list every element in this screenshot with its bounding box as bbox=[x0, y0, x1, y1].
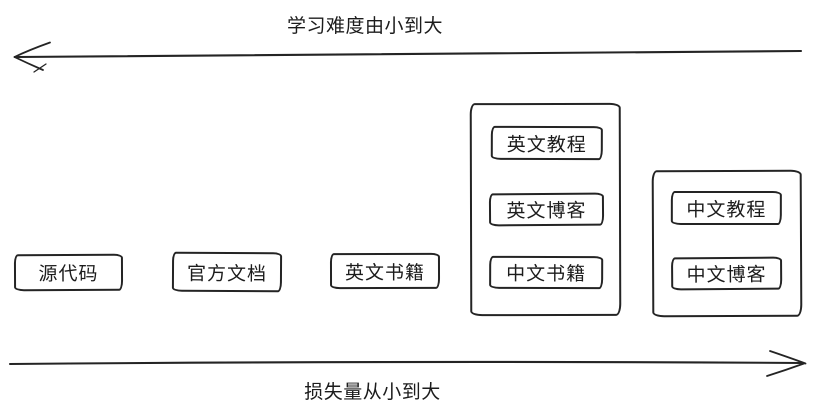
left-arrow-icon bbox=[13, 41, 803, 73]
right-arrow-head-upper bbox=[769, 350, 807, 365]
left-arrow-head-lower bbox=[13, 56, 44, 71]
right-arrow-line bbox=[8, 360, 805, 366]
box-chinese-books-label: 中文书籍 bbox=[506, 262, 587, 286]
left-arrow-head-scribble bbox=[33, 63, 47, 73]
box-chinese-blogs-label: 中文博客 bbox=[686, 263, 767, 287]
box-official-docs-label: 官方文档 bbox=[186, 262, 268, 285]
group-english-resources: 英文教程 英文博客 中文书籍 bbox=[469, 102, 622, 317]
right-arrow-head-lower bbox=[766, 362, 805, 377]
box-official-docs: 官方文档 bbox=[171, 251, 283, 293]
group-chinese-resources: 中文教程 中文博客 bbox=[651, 169, 803, 318]
box-chinese-blogs: 中文博客 bbox=[671, 256, 783, 291]
right-arrow-icon bbox=[8, 350, 807, 377]
box-english-blogs-label: 英文博客 bbox=[506, 199, 587, 223]
top-axis-label: 学习难度由小到大 bbox=[286, 15, 443, 37]
box-chinese-books: 中文书籍 bbox=[489, 255, 604, 290]
box-english-books: 英文书籍 bbox=[329, 252, 441, 290]
box-chinese-tutorials: 中文教程 bbox=[670, 190, 782, 226]
left-arrow-line bbox=[14, 49, 803, 59]
bottom-axis-label: 损失量从小到大 bbox=[304, 381, 441, 403]
box-english-tutorials-label: 英文教程 bbox=[506, 133, 587, 156]
box-source-code-label: 源代码 bbox=[38, 262, 99, 286]
left-arrow-head-upper bbox=[13, 41, 51, 58]
box-chinese-tutorials-label: 中文教程 bbox=[686, 198, 767, 221]
box-source-code: 源代码 bbox=[13, 253, 124, 292]
box-english-books-label: 英文书籍 bbox=[344, 261, 426, 284]
box-english-blogs: 英文博客 bbox=[488, 192, 605, 227]
box-english-tutorials: 英文教程 bbox=[490, 125, 603, 161]
